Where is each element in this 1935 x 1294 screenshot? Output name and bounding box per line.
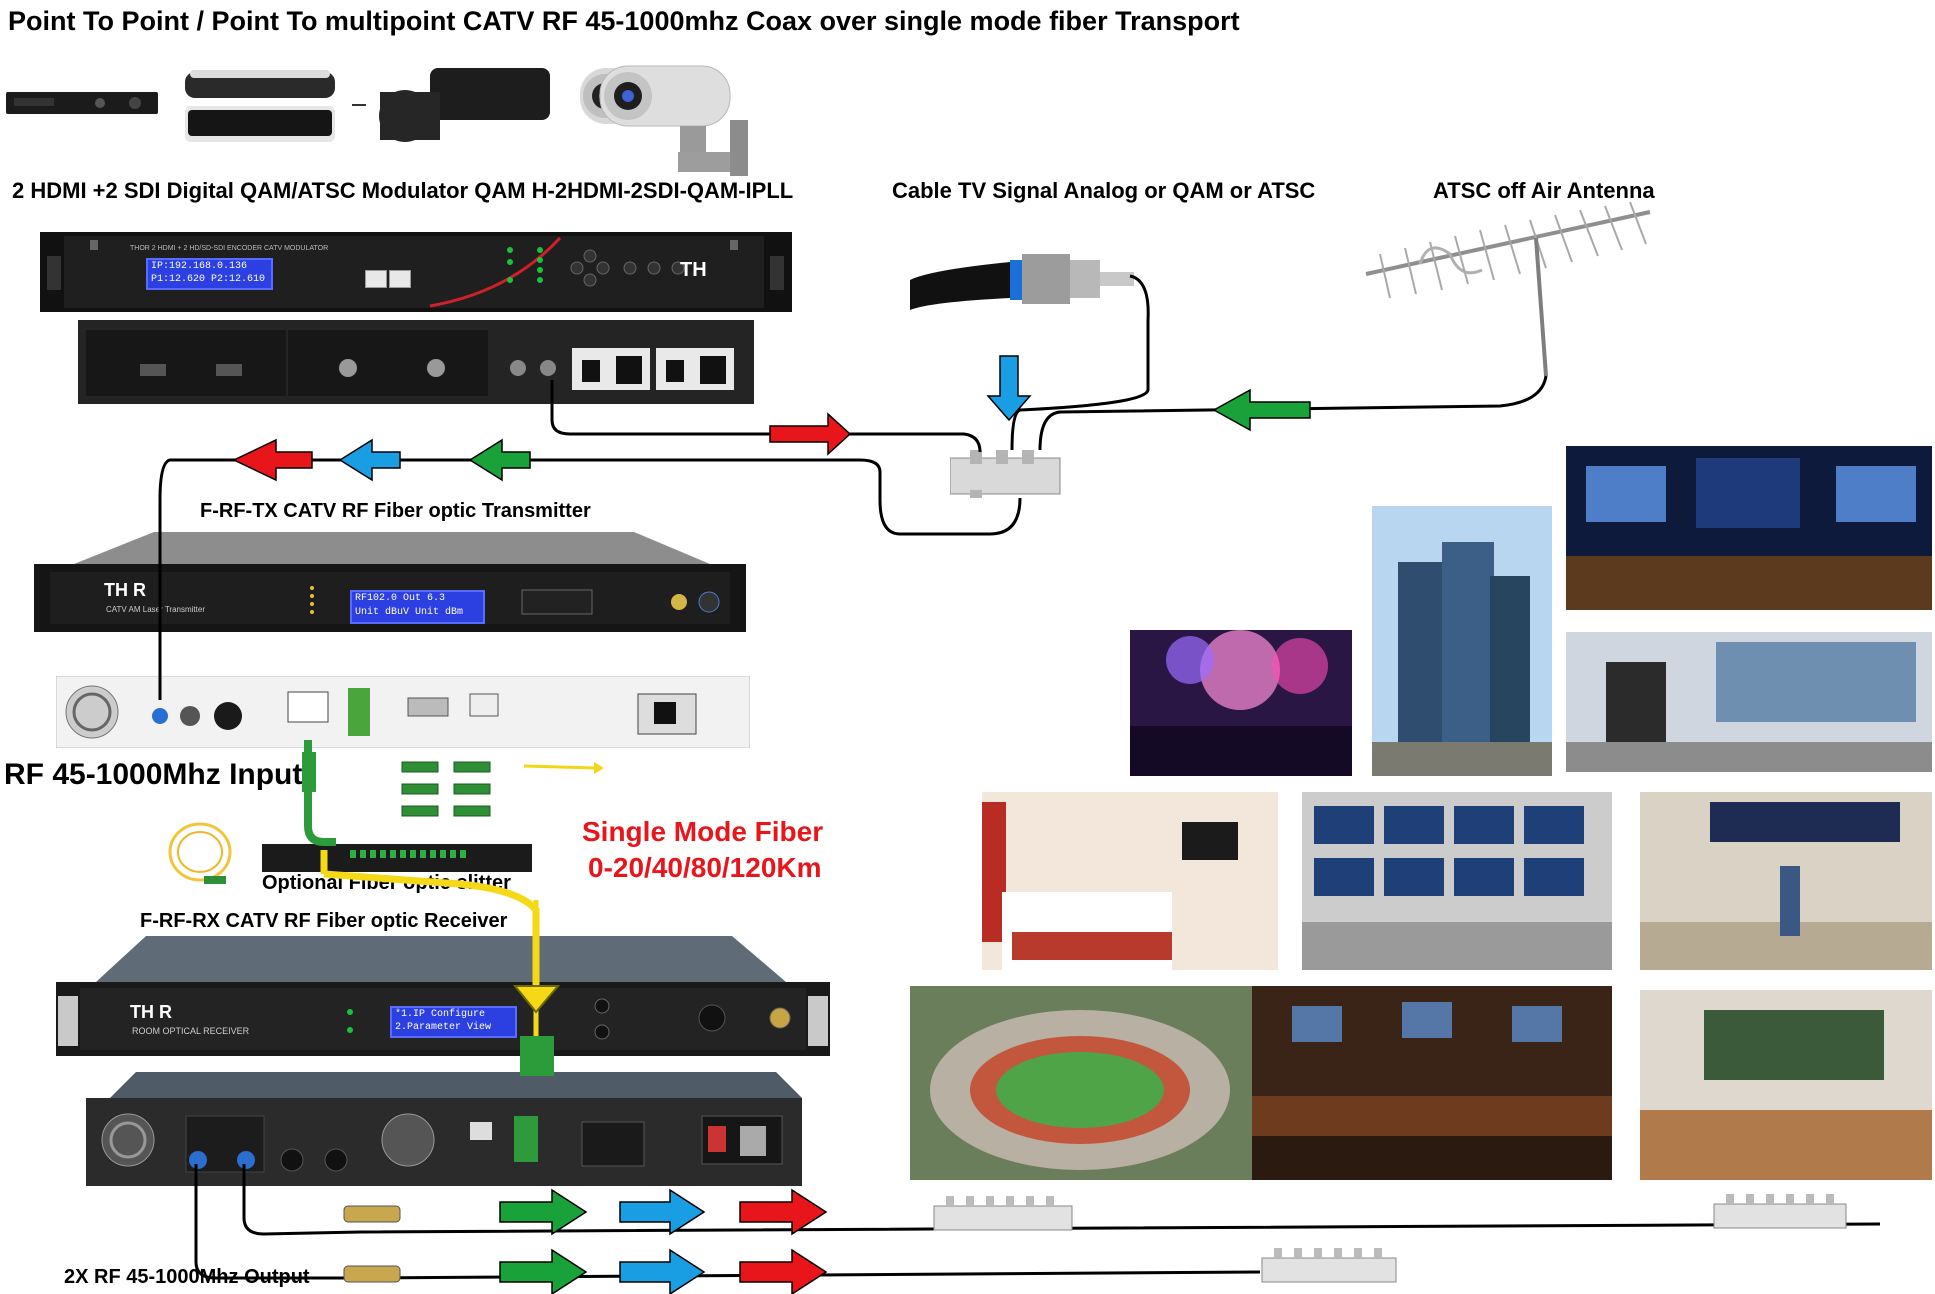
office-towers-photo	[1372, 506, 1552, 776]
receiver-lcd-line2: 2.Parameter View	[395, 1022, 492, 1033]
fiber-connectors-icon	[401, 761, 604, 817]
transmitter-lcd-line1: RF102.0 Out 6.3	[355, 593, 446, 604]
retail-tv-wall-photo	[1302, 792, 1612, 970]
security-control-room-photo	[1566, 632, 1932, 772]
coax-cable-connector-icon	[910, 254, 1134, 310]
modulator-label: 2 HDMI +2 SDI Digital QAM/ATSC Modulator…	[12, 178, 794, 203]
transmitter-label: F-RF-TX CATV RF Fiber optic Transmitter	[200, 500, 591, 522]
fiber-distance-label: 0-20/40/80/120Km	[588, 852, 822, 883]
svg-text:CATV AM Laser Transmitter: CATV AM Laser Transmitter	[106, 605, 205, 614]
svg-text:TH R: TH R	[130, 1002, 172, 1022]
transmitter-rear-panel	[56, 676, 750, 748]
source-devices-icon	[6, 68, 620, 142]
fiber-splitter-icon	[262, 844, 532, 872]
ethernet-port-data[interactable]	[389, 270, 411, 288]
receiver-label: F-RF-RX CATV RF Fiber optic Receiver	[140, 910, 508, 932]
classroom-photo	[1640, 990, 1932, 1180]
church-stage-photo	[1566, 446, 1932, 610]
svg-text:TH: TH	[680, 259, 707, 281]
fiber-title-label: Single Mode Fiber	[582, 816, 824, 847]
svg-text:ROOM OPTICAL RECEIVER: ROOM OPTICAL RECEIVER	[132, 1026, 250, 1036]
diagram-title: Point To Point / Point To multipoint CAT…	[8, 6, 1240, 36]
sports-bar-photo	[1252, 986, 1612, 1180]
modulator-rear-panel	[78, 320, 754, 404]
svg-text:THOR 2 HDMI + 2 HD/SD-SDI ENCO: THOR 2 HDMI + 2 HD/SD-SDI ENCODER CATV M…	[130, 245, 328, 252]
output-label: 2X RF 45-1000Mhz Output	[64, 1266, 310, 1288]
airport-terminal-photo	[1640, 792, 1932, 970]
modulator-lcd-line1: IP:192.168.0.136	[151, 261, 248, 272]
antenna-label: ATSC off Air Antenna	[1433, 178, 1655, 203]
modulator-lcd-line2: P1:12.620 P2:12.610	[151, 274, 266, 285]
rf-input-label: RF 45-1000Mhz Input	[4, 758, 303, 791]
receiver-rear-panel	[86, 1072, 802, 1186]
fiber-patch-cable-icon	[168, 822, 232, 884]
ethernet-port-nms[interactable]	[365, 270, 387, 288]
receiver-lcd-line1: *1.IP Configure	[395, 1009, 486, 1020]
atsc-antenna-icon	[1365, 201, 1651, 377]
svg-text:TH R: TH R	[104, 580, 146, 600]
hotel-room-photo	[982, 792, 1278, 970]
transmitter-lcd-line2: Unit dBuV Unit dBm	[355, 607, 464, 618]
stadium-photo	[910, 986, 1254, 1180]
cable-tv-label: Cable TV Signal Analog or QAM or ATSC	[892, 178, 1316, 203]
rf-combiner-icon	[950, 450, 1061, 498]
security-camera-icon	[599, 65, 748, 176]
concert-photo	[1130, 630, 1352, 776]
